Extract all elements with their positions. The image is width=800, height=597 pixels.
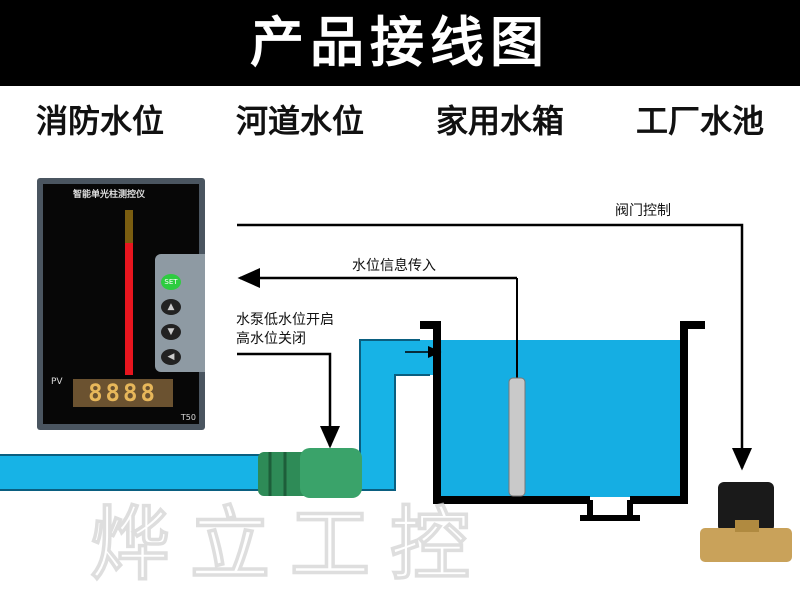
level-bar bbox=[125, 210, 133, 375]
set-button[interactable]: SET bbox=[161, 274, 181, 290]
water-pump bbox=[258, 448, 362, 498]
level-signal-label: 水位信息传入 bbox=[352, 258, 436, 274]
level-sensor-probe bbox=[508, 377, 526, 497]
panel-title: 智能单光柱测控仪 bbox=[73, 190, 146, 200]
pump-label-line2: 高水位关闭 bbox=[236, 331, 306, 347]
tank-water bbox=[437, 340, 684, 497]
application-item: 消防水位 bbox=[35, 102, 164, 140]
application-item: 河道水位 bbox=[235, 102, 364, 140]
level-controller: 智能单光柱测控仪 SET ▲ ▼ ◀ PV 8888 T50 bbox=[37, 178, 205, 430]
pump-label-line1: 水泵低水位开启 bbox=[236, 312, 334, 328]
pv-label: PV bbox=[51, 377, 63, 387]
model-label: T50 bbox=[180, 413, 196, 422]
level-bar-fill bbox=[125, 243, 133, 375]
valve-control-line bbox=[237, 223, 752, 471]
page-title: 产品接线图 bbox=[0, 0, 800, 86]
tank-feed-pipe bbox=[360, 340, 435, 375]
solenoid-valve bbox=[700, 482, 792, 562]
application-item: 家用水箱 bbox=[435, 102, 564, 140]
tank-outlet bbox=[580, 500, 640, 521]
watermark: 烨立工控 bbox=[90, 498, 490, 591]
application-item: 工厂水池 bbox=[635, 102, 764, 140]
value-display: 8888 bbox=[73, 379, 173, 407]
tank-wall bbox=[420, 321, 705, 504]
down-button[interactable]: ▼ bbox=[161, 324, 181, 340]
applications: 消防水位 河道水位 家用水箱 工厂水池 bbox=[0, 96, 800, 146]
up-button[interactable]: ▲ bbox=[161, 299, 181, 315]
pump-control-line bbox=[237, 352, 340, 449]
shift-button[interactable]: ◀ bbox=[161, 349, 181, 365]
valve-control-label: 阀门控制 bbox=[615, 203, 671, 219]
